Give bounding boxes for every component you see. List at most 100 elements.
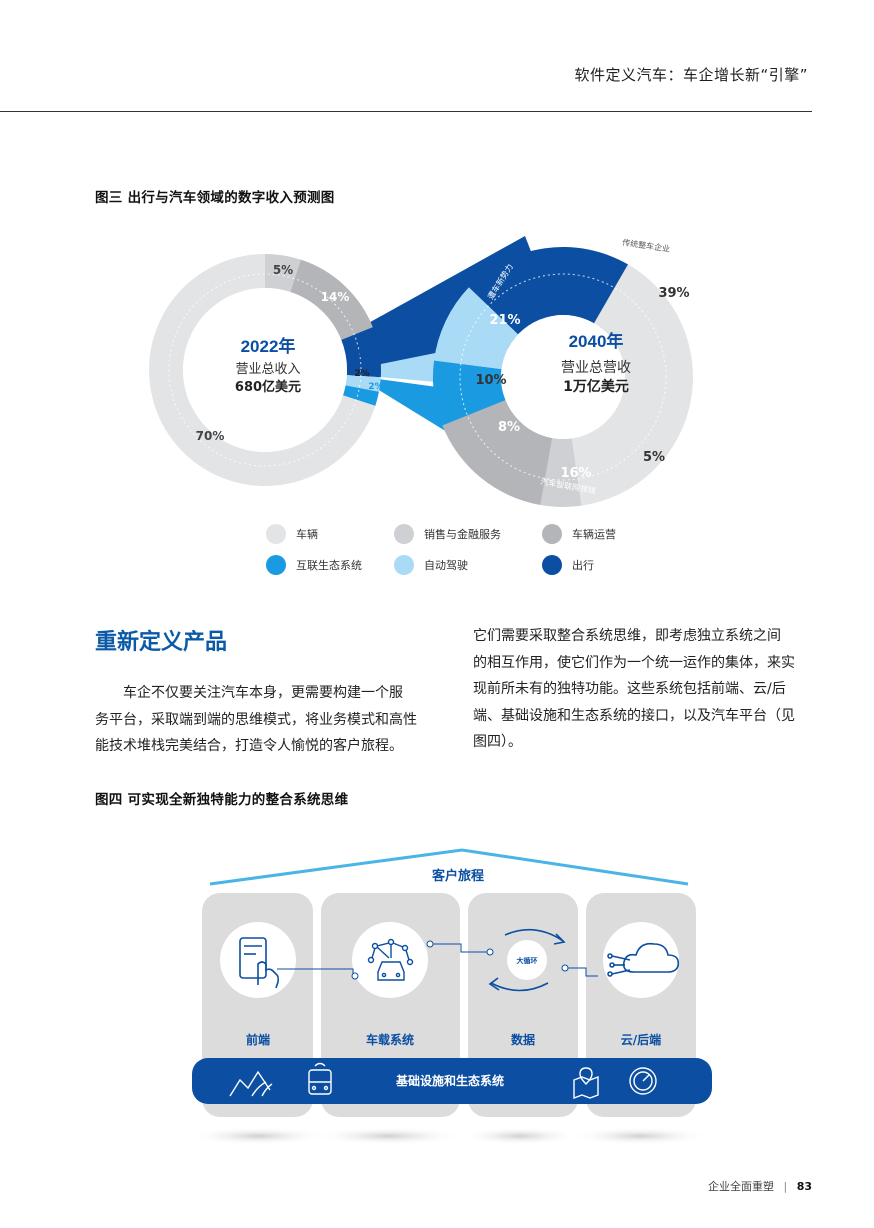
donut-segment <box>265 254 301 293</box>
left-donut <box>149 254 381 486</box>
right-pct-sales: 5% <box>643 450 665 465</box>
legend-label: 出行 <box>572 559 594 572</box>
footer-title: 企业全面重塑 <box>707 1180 774 1193</box>
right-pct-vehicle: 39% <box>658 286 689 301</box>
arc-label-traditional: 传统整车企业 <box>622 237 671 254</box>
donut-segment <box>433 360 506 426</box>
legend-item: 车辆 <box>266 524 318 544</box>
page-number: 83 <box>796 1180 812 1193</box>
left-paragraph: 车企不仅要关注汽车本身，更需要构建一个服 务平台，采取端到端的思维模式，将业务模… <box>95 680 435 760</box>
phone-touch-icon <box>239 937 280 989</box>
left-label: 营业总收入 <box>235 362 300 377</box>
arrowhead-icon <box>488 977 500 991</box>
pillar-label-data: 数据 <box>511 1032 535 1047</box>
right-amount: 1万亿美元 <box>563 378 629 395</box>
donut-segment <box>442 400 553 506</box>
left-pct-sales: 5% <box>273 263 293 277</box>
legend-label: 互联生态系统 <box>296 559 362 572</box>
legend-item: 出行 <box>542 555 594 575</box>
donut-segment <box>468 247 628 335</box>
header-rule <box>0 111 812 112</box>
right-pct-ops: 16% <box>560 466 591 481</box>
figure3-chart: 2022年 营业总收入 680亿美元 2040年 营业总营收 1万亿美元 5% … <box>149 236 693 507</box>
figure4-diagram: 客户旅程 大循环 前端 <box>188 848 712 1145</box>
data-badge: 大循环 <box>517 956 538 965</box>
connector-node <box>351 972 359 980</box>
legend-swatch <box>542 524 562 544</box>
donut-segment <box>341 327 381 378</box>
arrowhead-icon <box>553 933 566 945</box>
section-heading: 重新定义产品 <box>95 630 228 655</box>
footer: 企业全面重塑 | 83 <box>708 1178 812 1194</box>
frontend-circle <box>220 922 296 998</box>
figure4-title: 图四 可实现全新独特能力的整合系统思维 <box>95 792 349 808</box>
legend-item: 互联生态系统 <box>266 555 362 575</box>
cycle-arrow-icon <box>504 928 564 942</box>
right-pct-connected: 8% <box>498 420 520 435</box>
pillar-label-cloud: 云/后端 <box>621 1032 661 1047</box>
vehicle-circle <box>352 922 428 998</box>
running-header: 软件定义汽车：车企增长新“引擎” <box>574 66 808 84</box>
donut-segment <box>540 438 582 507</box>
legend-swatch <box>266 524 286 544</box>
bus-icon <box>308 1062 332 1095</box>
speedometer-icon <box>629 1067 657 1095</box>
legend-label: 销售与金融服务 <box>424 528 501 541</box>
pillar-label-vehicle: 车载系统 <box>366 1032 414 1047</box>
legend-swatch <box>266 555 286 575</box>
data-circle <box>507 940 547 980</box>
text-line: 车企不仅要关注汽车本身，更需要构建一个服 <box>123 685 403 701</box>
pillar-shadow <box>460 1127 580 1145</box>
left-pct-mobility: 7% <box>351 348 370 361</box>
donut-segment <box>290 259 373 340</box>
pillar-shadow <box>188 1127 328 1145</box>
text-line: 现前所未有的独特功能。这些系统包括前端、云/后 <box>473 681 786 697</box>
pillar-label-frontend: 前端 <box>246 1032 270 1047</box>
left-pct-ops: 14% <box>321 290 350 304</box>
pillar-shadow <box>570 1127 710 1145</box>
connector <box>277 968 354 975</box>
legend-swatch <box>542 555 562 575</box>
connector-node <box>561 964 569 972</box>
left-pct-vehicle: 70% <box>196 429 225 443</box>
connector-node <box>486 948 494 956</box>
donut-segment <box>571 264 693 506</box>
legend-label: 车辆 <box>296 528 318 541</box>
infrastructure-label: 基础设施和生态系统 <box>395 1073 504 1088</box>
cycle-arrow-icon <box>490 982 549 992</box>
figure3-legend: 车辆 销售与金融服务 车辆运营 互联生态系统 自动驾驶 出行 <box>266 524 686 584</box>
cloud-icon <box>607 942 680 977</box>
cloud-circle <box>603 922 679 998</box>
left-year: 2022年 <box>241 336 296 356</box>
left-amount: 680亿美元 <box>235 379 301 395</box>
left-pct-connected: 2% <box>368 382 383 392</box>
text-line: 的相互作用，使它们作为一个统一运作的集体，来实 <box>473 654 795 671</box>
donut-segment <box>434 287 519 370</box>
roof-label: 客户旅程 <box>432 868 484 884</box>
donut-segment <box>342 385 379 406</box>
right-pct-autonomous: 10% <box>475 373 506 388</box>
pillar-shadow <box>314 1127 464 1145</box>
text-line: 端、基础设施和生态系统的接口，以及汽车平台（见 <box>473 707 795 724</box>
legend-item: 销售与金融服务 <box>394 524 501 544</box>
connected-car-icon <box>367 938 414 981</box>
legend-item: 自动驾驶 <box>394 555 468 575</box>
roof-line <box>209 848 689 886</box>
donut-segment <box>149 254 376 486</box>
right-label: 营业总营收 <box>561 360 631 376</box>
connector <box>431 943 488 953</box>
legend-item: 车辆运营 <box>542 524 616 544</box>
legend-swatch <box>394 524 414 544</box>
connector-node <box>426 940 434 948</box>
right-paragraph: 它们需要采取整合系统思维，即考虑独立系统之间 的相互作用，使它们作为一个统一运作… <box>473 623 813 756</box>
donut-segment <box>345 375 381 392</box>
map-pin-icon <box>573 1067 599 1100</box>
right-donut <box>433 247 693 507</box>
right-pct-mobility: 21% <box>489 313 520 328</box>
right-year: 2040年 <box>569 331 624 351</box>
mountain-road-icon <box>229 1070 273 1097</box>
connector <box>566 967 598 977</box>
text-line: 务平台，采取端到端的思维模式，将业务模式和高性 <box>95 711 417 728</box>
footer-separator: | <box>783 1180 788 1193</box>
figure3-title: 图三 出行与汽车领域的数字收入预测图 <box>95 190 335 206</box>
